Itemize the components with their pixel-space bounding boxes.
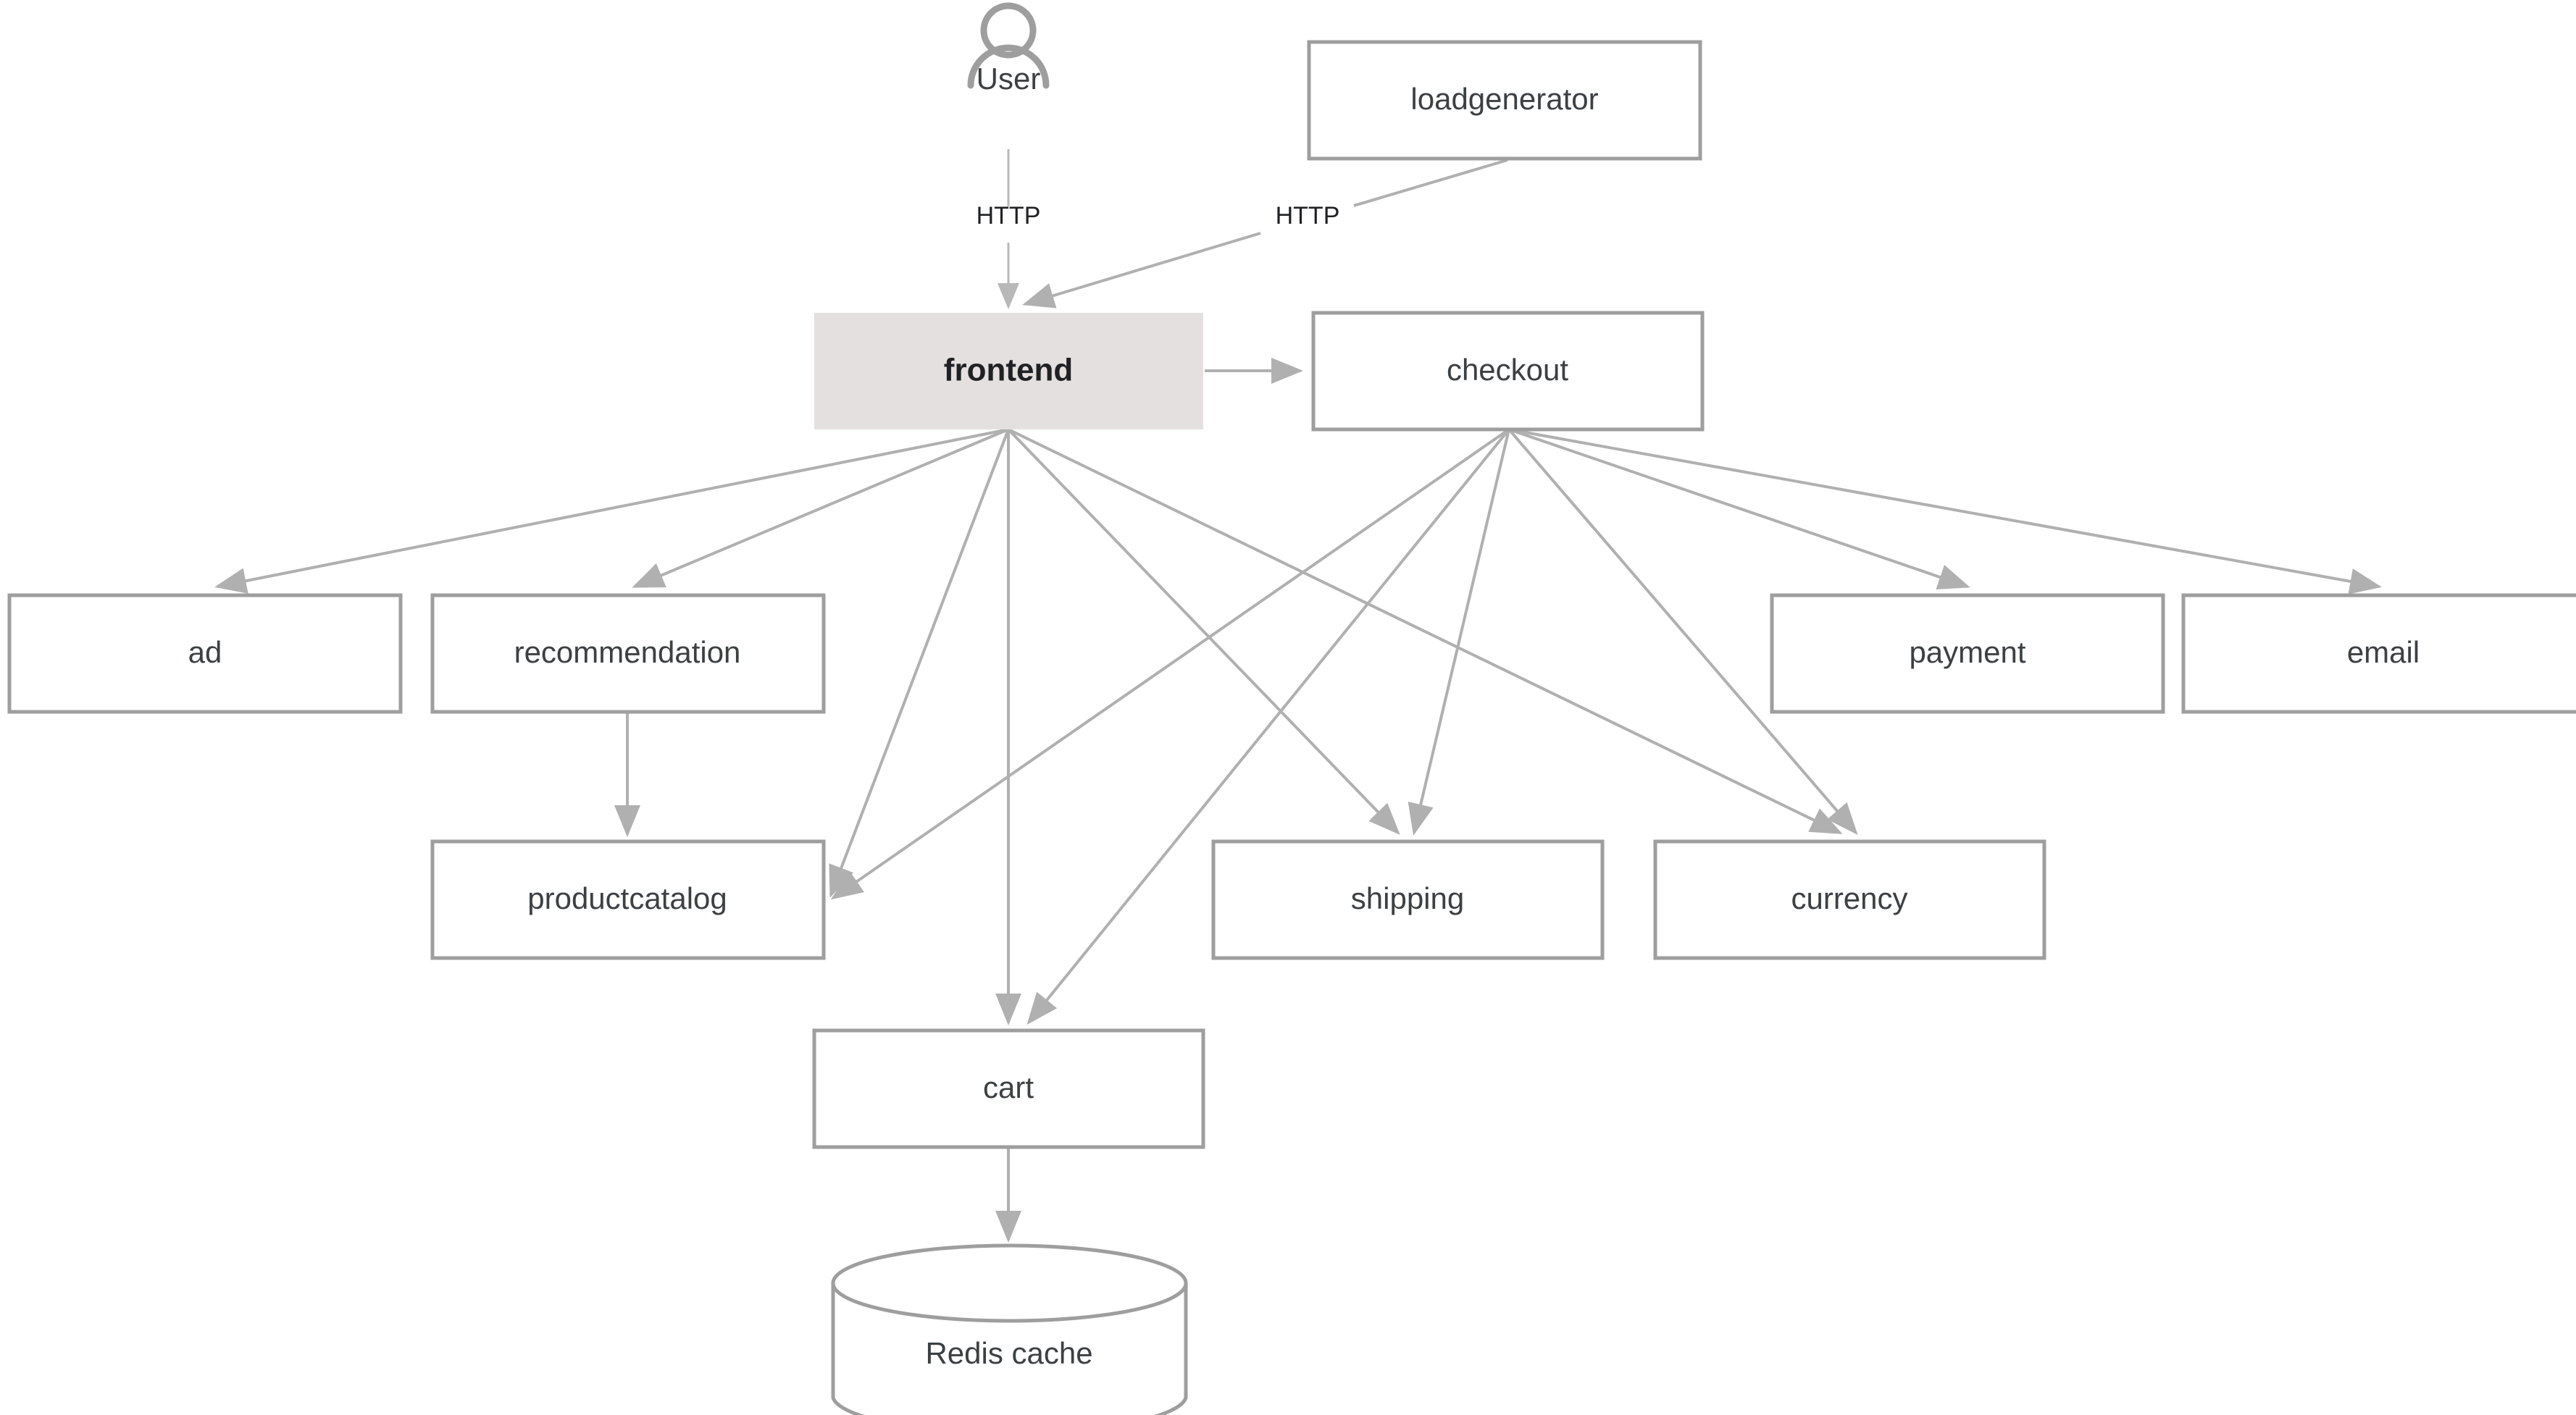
- rediscache-label: Redis cache: [925, 1336, 1092, 1370]
- node-email[interactable]: [2181, 593, 2576, 714]
- cart-label: cart: [983, 1070, 1034, 1104]
- email-label: email: [2347, 635, 2420, 669]
- user-label: User: [977, 62, 1041, 96]
- node-productcatalog[interactable]: [430, 839, 826, 960]
- node-shipping[interactable]: [1211, 839, 1605, 960]
- edge-checkout-to-currency: [1507, 428, 1858, 836]
- recommendation-label: recommendation: [514, 635, 741, 669]
- edge-frontend-to-shipping: [1007, 428, 1400, 835]
- edge-checkout-to-payment: [1508, 428, 1970, 590]
- user-actor: [967, 2, 1050, 89]
- person-icon-body: [967, 44, 1050, 89]
- frontend-label: frontend: [944, 353, 1073, 388]
- edge-checkout-to-productcatalog: [830, 428, 1510, 900]
- shipping-label: shipping: [1351, 881, 1464, 915]
- ad-label: ad: [188, 635, 222, 669]
- node-payment[interactable]: [1770, 593, 2165, 714]
- edge-checkout-to-email: [1508, 428, 2382, 595]
- edge-frontend-to-productcatalog: [829, 429, 1010, 898]
- person-icon-head: [980, 2, 1037, 59]
- node-currency[interactable]: [1653, 839, 2046, 960]
- edge-label-user-http: HTTP: [977, 202, 1041, 230]
- node-cart[interactable]: [812, 1028, 1205, 1149]
- payment-label: payment: [1909, 635, 2025, 669]
- edge-frontend-to-currency: [1008, 428, 1843, 834]
- node-recommendation[interactable]: [430, 593, 826, 714]
- edge-checkout-to-shipping: [1408, 429, 1510, 836]
- checkout-label: checkout: [1447, 353, 1568, 387]
- edge-label-loadgen-http: HTTP: [1276, 202, 1340, 230]
- edge-checkout-to-cart: [1026, 428, 1510, 1025]
- edge-loadgenerator-to-frontend: [1022, 159, 1508, 308]
- edge-frontend-to-ad: [214, 428, 1009, 594]
- node-frontend[interactable]: [814, 313, 1203, 429]
- node-rediscache[interactable]: [831, 1243, 1188, 1415]
- node-checkout[interactable]: [1311, 311, 1705, 432]
- productcatalog-label: productcatalog: [527, 881, 727, 915]
- node-ad[interactable]: [7, 593, 403, 714]
- node-loadgenerator[interactable]: [1307, 40, 1702, 161]
- loadgenerator-label: loadgenerator: [1410, 82, 1598, 116]
- edge-frontend-to-recommendation: [632, 428, 1009, 588]
- currency-label: currency: [1791, 881, 1907, 915]
